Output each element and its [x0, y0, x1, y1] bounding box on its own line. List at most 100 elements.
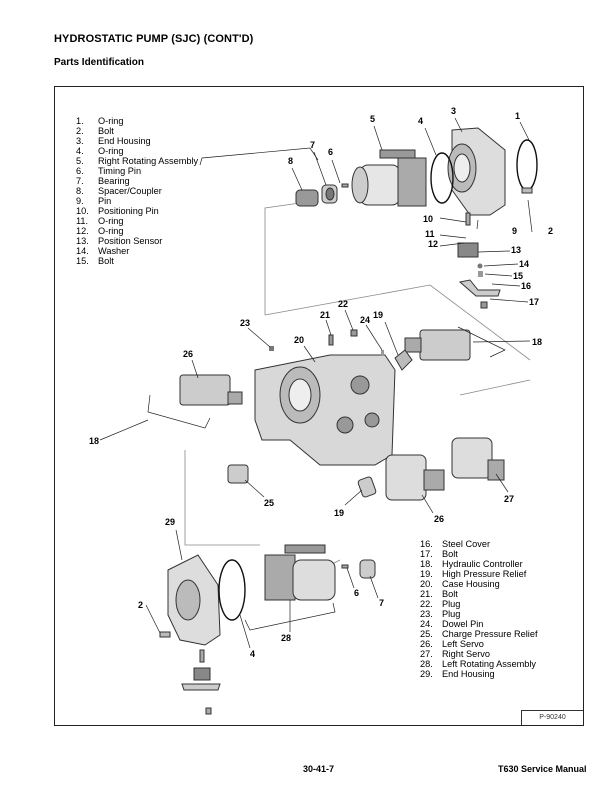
callout-26-top: 26	[183, 349, 193, 359]
callout-24: 24	[360, 315, 370, 325]
callout-19-top: 19	[373, 310, 383, 320]
callout-25: 25	[264, 498, 274, 508]
callout-4-bottom: 4	[250, 649, 255, 659]
guide-line-mid-right	[459, 379, 531, 396]
legend-item: 5.Right Rotating Assembly	[76, 156, 199, 166]
hydraulic-controller-right	[404, 329, 471, 361]
parts-legend-16-29: 16.Steel Cover 17.Bolt 18.Hydraulic Cont…	[420, 539, 538, 679]
timing-pin-6-bottom	[341, 564, 349, 569]
callout-7: 7	[310, 140, 315, 150]
callout-16: 16	[521, 281, 531, 291]
legend-item: 17.Bolt	[420, 549, 458, 559]
callout-6-bottom: 6	[354, 588, 359, 598]
page-title: HYDROSTATIC PUMP (SJC) (CONT'D)	[54, 33, 254, 45]
legend-item: 4.O-ring	[76, 146, 124, 156]
callout-8: 8	[288, 156, 293, 166]
guide-line-upper	[264, 202, 301, 315]
legend-item: 3.End Housing	[76, 136, 151, 146]
legend-item: 16.Steel Cover	[420, 539, 491, 549]
callout-1: 1	[515, 111, 520, 121]
legend-item: 23.Plug	[420, 609, 461, 619]
end-housing-bottom	[167, 554, 221, 646]
bolt-2-bottom	[159, 631, 171, 638]
high-pressure-relief-19-bottom	[357, 476, 377, 498]
legend-item: 6.Timing Pin	[76, 166, 142, 176]
callout-18-right: 18	[532, 337, 542, 347]
leader-lines	[99, 117, 533, 649]
callout-23: 23	[240, 318, 250, 328]
callout-4: 4	[418, 116, 423, 126]
washer-14	[477, 263, 483, 269]
high-pressure-relief-19-top	[394, 349, 413, 371]
legend-item: 19.High Pressure Relief	[420, 569, 527, 579]
manual-title: T630 Service Manual	[498, 764, 587, 774]
legend-item: 15.Bolt	[76, 256, 114, 266]
figure-frame	[54, 86, 584, 726]
callout-28: 28	[281, 633, 291, 643]
legend-item: 10.Positioning Pin	[76, 206, 159, 216]
timing-pin-6	[341, 183, 349, 188]
legend-item: 14.Washer	[76, 246, 130, 256]
legend-item: 22.Plug	[420, 599, 461, 609]
legend-item: 9.Pin	[76, 196, 112, 206]
callout-14: 14	[519, 259, 529, 269]
callout-9: 9	[512, 226, 517, 236]
legend-item: 27.Right Servo	[420, 649, 491, 659]
legend-item: 28.Left Rotating Assembly	[420, 659, 536, 669]
bearing-7-bottom	[359, 559, 376, 579]
positioning-pin-10	[465, 212, 471, 226]
legend-item: 18.Hydraulic Controller	[420, 559, 523, 569]
callout-17: 17	[529, 297, 539, 307]
case-housing	[254, 354, 396, 466]
position-sensor-13	[457, 242, 479, 258]
section-subtitle: Parts Identification	[54, 57, 145, 68]
o-ring-4	[430, 152, 454, 204]
callout-3: 3	[451, 106, 456, 116]
position-sensor-stack-bottom	[181, 649, 221, 715]
callout-26-bottom: 26	[434, 514, 444, 524]
left-servo-26	[385, 454, 445, 501]
plug-22	[350, 329, 358, 337]
callout-29: 29	[165, 517, 175, 527]
legend-item: 21.Bolt	[420, 589, 458, 599]
legend-item: 8.Spacer/Coupler	[76, 186, 162, 196]
callout-2-bottom: 2	[138, 600, 143, 610]
right-servo-27	[451, 437, 505, 481]
legend-item: 1.O-ring	[76, 116, 124, 126]
callout-2: 2	[548, 226, 553, 236]
legend-item: 11.O-ring	[76, 216, 124, 226]
page-number: 30-41-7	[303, 764, 335, 774]
bolt-2-top	[521, 187, 533, 194]
figure-id: P-90240	[521, 710, 583, 725]
end-housing-top	[447, 127, 506, 216]
callout-6: 6	[328, 147, 333, 157]
spacer-coupler-8	[295, 189, 319, 207]
legend-item: 7.Bearing	[76, 176, 130, 186]
legend-item: 29.End Housing	[420, 669, 495, 679]
callout-11: 11	[425, 229, 435, 239]
callout-labels: 1 2 3 4 5 6 7 8 9 10 11 12 13 14 15 16 1…	[89, 106, 553, 659]
plug-23	[269, 346, 274, 351]
callout-13: 13	[511, 245, 521, 255]
right-rotating-assembly	[351, 149, 427, 207]
bolt-15	[478, 271, 483, 277]
legend-item: 26.Left Servo	[420, 639, 484, 649]
steel-cover-16	[458, 279, 501, 297]
callout-5: 5	[370, 114, 375, 124]
guide-line-lower-left	[184, 450, 260, 546]
callout-21: 21	[320, 310, 330, 320]
callout-27: 27	[504, 494, 514, 504]
o-ring-4-bottom	[218, 559, 246, 621]
parts-legend-1-15: 1.O-ring 2.Bolt 3.End Housing 4.O-ring 5…	[76, 116, 198, 266]
callout-15: 15	[513, 271, 523, 281]
legend-item: 2.Bolt	[76, 126, 114, 136]
o-ring-1	[516, 139, 538, 191]
legend-item: 25.Charge Pressure Relief	[420, 629, 538, 639]
dowel-pin-24	[381, 350, 384, 356]
callout-19-bottom: 19	[334, 508, 344, 518]
callout-22: 22	[338, 299, 348, 309]
callout-10: 10	[423, 214, 433, 224]
callout-18-left: 18	[89, 436, 99, 446]
left-rotating-assembly	[264, 544, 336, 601]
